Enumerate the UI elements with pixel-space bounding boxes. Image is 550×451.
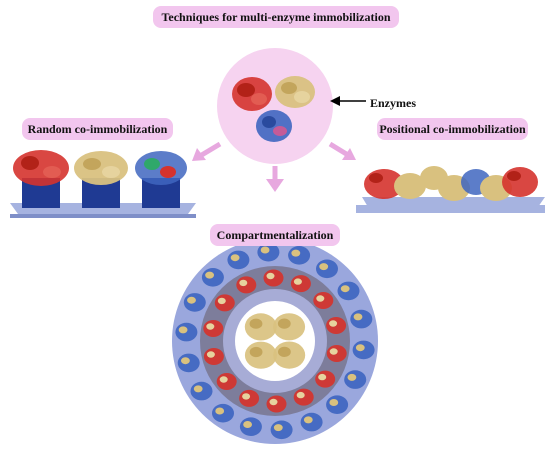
enzyme-blob-detail	[217, 297, 226, 305]
compartment-blue-enzymes	[175, 242, 375, 440]
enzyme-blob-detail	[269, 398, 278, 406]
enzyme-blob-detail	[230, 254, 240, 262]
enzyme-blob-detail	[329, 399, 339, 406]
enzyme-blob-detail	[329, 320, 338, 327]
enzyme-blob-detail	[206, 323, 215, 330]
enzyme-blob-detail	[187, 296, 196, 304]
enzyme-blob-detail	[353, 313, 363, 321]
enzyme-blob-detail	[260, 246, 270, 254]
enzyme-blob-detail	[249, 346, 263, 358]
enzyme-red-source	[232, 77, 272, 111]
enzyme-blob-detail	[205, 271, 215, 279]
random-co-immobilization-label: Random co-immobilization	[22, 118, 173, 140]
enzyme-blob-detail	[316, 295, 325, 302]
compartment-red-enzymes	[203, 269, 347, 413]
enzyme-blob-detail	[318, 373, 327, 381]
enzyme-blob-detail	[329, 348, 338, 355]
enzyme-blob-detail	[239, 279, 248, 287]
enzyme-blob-detail	[249, 318, 263, 329]
random-enzymes	[13, 150, 187, 186]
enzyme-blob-detail	[178, 326, 188, 334]
enzyme-blob-detail	[277, 318, 291, 329]
enzyme-blob-detail	[273, 424, 283, 432]
arrow-to-positional	[328, 141, 356, 160]
enzyme-blob-detail	[347, 373, 357, 381]
compartment-tan-enzymes	[244, 313, 306, 369]
enzyme-blob-detail	[181, 357, 190, 365]
enzyme-blob-detail	[278, 346, 291, 357]
enzyme-blob-detail	[296, 391, 305, 399]
enzyme-blob-detail	[206, 351, 215, 358]
enzyme-blob-detail	[291, 249, 301, 257]
enzymes-label: Enzymes	[370, 96, 416, 110]
enzyme-blob-detail	[193, 385, 203, 393]
enzyme-source-circle	[217, 48, 333, 164]
positional-enzymes	[364, 166, 538, 201]
enzyme-blob-detail	[303, 416, 313, 424]
enzyme-blob-detail	[219, 376, 228, 383]
enzyme-blob-detail	[243, 421, 253, 428]
diagram-title: Techniques for multi-enzyme immobilizati…	[153, 6, 399, 28]
enzyme-blob-detail	[293, 278, 302, 285]
enzyme-tan-source	[275, 76, 315, 108]
enzyme-blue-source	[256, 110, 292, 142]
enzyme-blob-detail	[215, 407, 225, 415]
enzyme-blob-detail	[355, 344, 365, 352]
enzymes-pointer-arrow	[330, 96, 366, 106]
arrow-to-random	[192, 141, 222, 161]
enzyme-blob-detail	[319, 263, 329, 271]
enzyme-blob-detail	[266, 272, 275, 280]
enzyme-blob-detail	[242, 393, 251, 400]
arrow-to-compartment	[266, 166, 284, 192]
enzyme-blob-detail	[340, 285, 350, 293]
compartment-core	[235, 301, 315, 381]
positional-co-immobilization-label: Positional co-immobilization	[377, 118, 528, 140]
compartmentalization-label: Compartmentalization	[210, 224, 340, 246]
